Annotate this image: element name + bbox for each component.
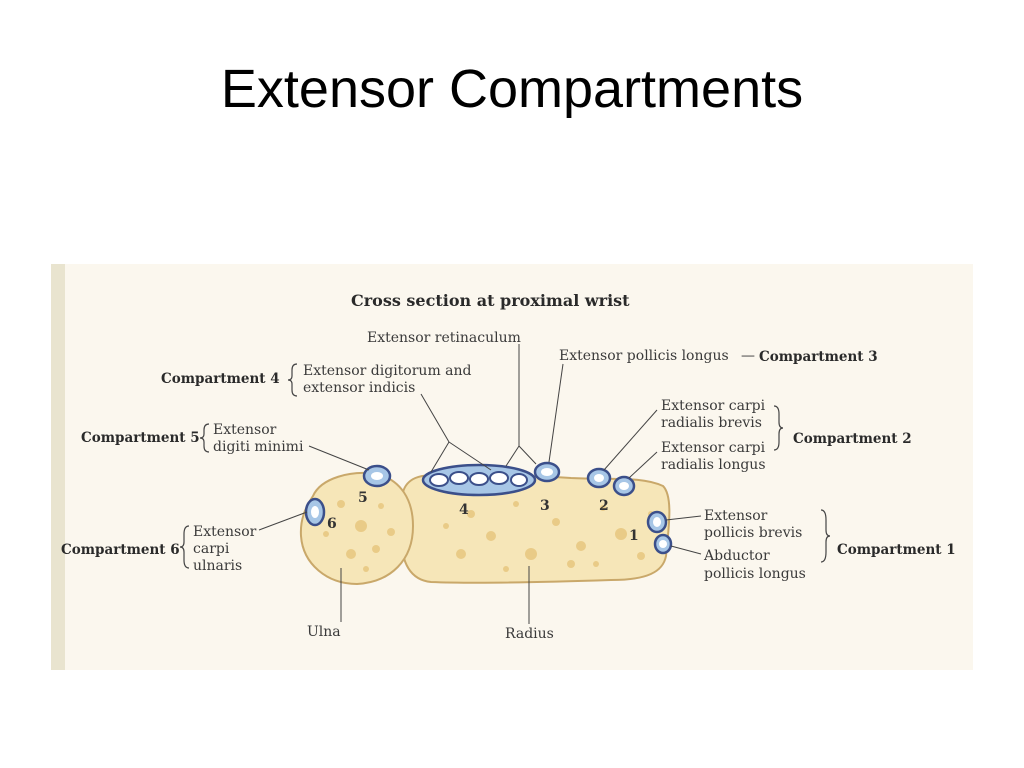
compartment-number-4: 4 <box>459 502 469 518</box>
compartment-number-3: 3 <box>540 498 550 514</box>
label-radius: Radius <box>505 626 554 642</box>
compartment-6-tendon <box>304 497 326 527</box>
label-extensor-pollicis-longus: Extensor pollicis longus <box>559 348 729 364</box>
compartment-5-tendon <box>362 464 392 488</box>
compartment-2-tendons <box>586 467 636 497</box>
leader-lines <box>258 344 702 624</box>
compartment-number-2: 2 <box>599 498 609 514</box>
label-compartment-1: Compartment 1 <box>837 542 956 558</box>
label-apl-2: pollicis longus <box>704 566 806 582</box>
label-compartment-2: Compartment 2 <box>793 431 912 447</box>
label-ecrl-1: Extensor carpi <box>661 440 766 456</box>
label-ecu-2: carpi <box>193 541 230 557</box>
anatomy-illustration: Cross section at proximal wrist <box>51 264 956 670</box>
compartment-1-tendons <box>646 510 673 555</box>
label-epb-2: pollicis brevis <box>704 525 802 541</box>
compartment-number-5: 5 <box>358 490 368 506</box>
ulna-bone <box>299 472 415 586</box>
braces <box>179 363 831 569</box>
scan-edge-shadow <box>51 264 65 670</box>
label-ecrb-2: radialis brevis <box>661 415 762 431</box>
label-extensor-digiti-1: Extensor <box>213 422 277 438</box>
label-ecu-3: ulnaris <box>193 558 242 574</box>
slide-title: Extensor Compartments <box>220 59 804 119</box>
label-extensor-retinaculum: Extensor retinaculum <box>367 330 521 346</box>
compartment-number-6: 6 <box>327 516 337 532</box>
cross-section-figure: Cross section at proximal wrist <box>51 264 973 670</box>
label-compartment-3: Compartment 3 <box>759 349 878 365</box>
label-compartment-6: Compartment 6 <box>61 542 180 558</box>
label-epb-1: Extensor <box>704 508 768 524</box>
compartment-3-tendon <box>533 461 561 483</box>
label-extensor-indicis: extensor indicis <box>303 380 415 396</box>
label-apl-1: Abductor <box>703 548 770 564</box>
label-ulna: Ulna <box>307 624 341 640</box>
figure-heading: Cross section at proximal wrist <box>351 291 630 310</box>
label-ecu-1: Extensor <box>193 524 257 540</box>
label-epl-dash: — <box>741 348 755 364</box>
label-compartment-4: Compartment 4 <box>161 371 280 387</box>
label-extensor-digitorum: Extensor digitorum and <box>303 363 472 379</box>
label-ecrb-1: Extensor carpi <box>661 398 766 414</box>
compartment-number-1: 1 <box>629 528 639 544</box>
label-compartment-5: Compartment 5 <box>81 430 200 446</box>
label-extensor-digiti-2: digiti minimi <box>213 439 304 455</box>
label-ecrl-2: radialis longus <box>661 457 766 473</box>
compartment-4-tendons <box>421 463 537 497</box>
